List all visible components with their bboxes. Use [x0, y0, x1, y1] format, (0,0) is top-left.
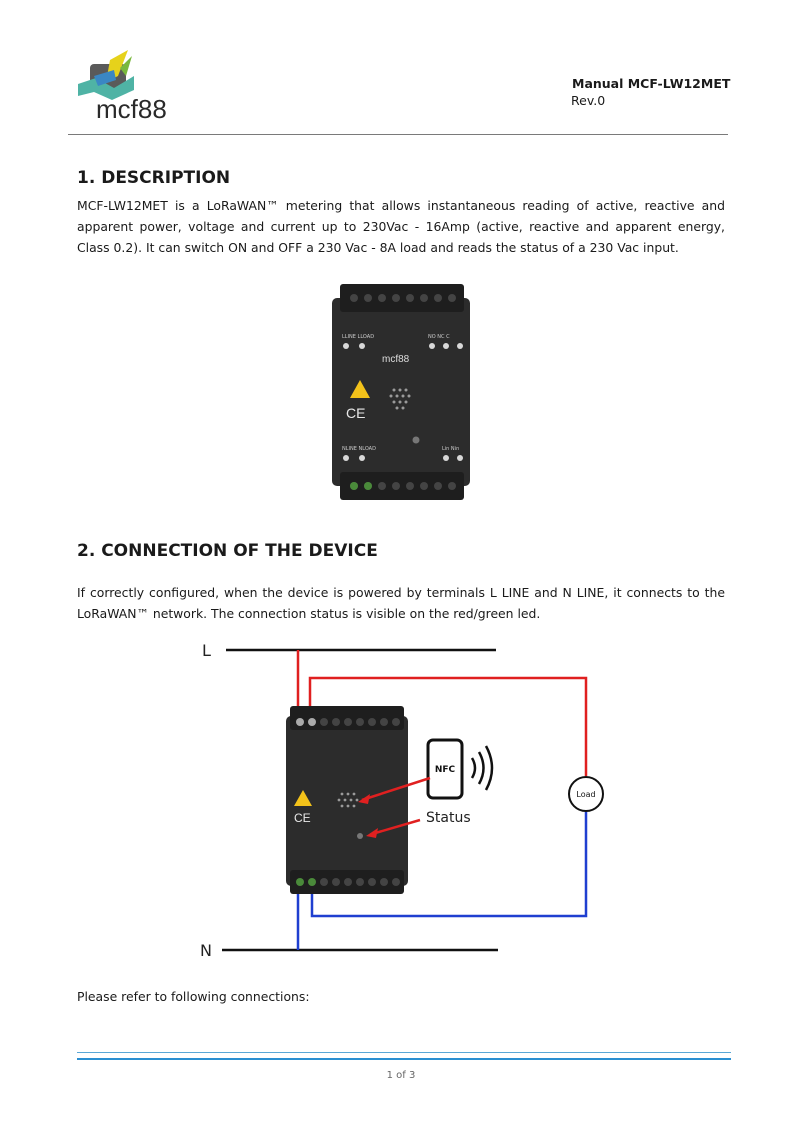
nfc-label: NFC [435, 765, 456, 775]
svg-text:NLINE NLOAD: NLINE NLOAD [342, 446, 376, 452]
footer-divider-thick [77, 1058, 731, 1060]
svg-text:mcf88: mcf88 [96, 94, 167, 124]
svg-text:Lin Nin: Lin Nin [442, 446, 459, 452]
svg-text:LLINE LLOAD: LLINE LLOAD [342, 334, 374, 340]
company-logo: mcf88 [76, 48, 192, 124]
label-l-line: L [202, 641, 211, 660]
page-number: 1 of 3 [386, 1070, 416, 1081]
svg-text:mcf88: mcf88 [382, 354, 410, 365]
header-divider [68, 134, 728, 135]
manual-title: Manual MCF-LW12MET [572, 76, 731, 91]
connections-intro: Please refer to following connections: [77, 989, 310, 1004]
label-n-line: N [200, 941, 212, 960]
revision-label: Rev.0 [571, 93, 606, 108]
load-label: Load [576, 790, 595, 799]
device-photo: LLINE LLOAD NO NC C NLINE NLOAD Lin Nin … [326, 280, 476, 505]
connection-paragraph: If correctly configured, when the device… [77, 585, 725, 621]
section-heading-description: 1. DESCRIPTION [77, 168, 231, 188]
connection-diagram: L N Load CE NFC [176, 636, 606, 962]
section-heading-connection: 2. CONNECTION OF THE DEVICE [77, 541, 378, 561]
svg-text:CE: CE [294, 811, 311, 825]
description-paragraph: MCF-LW12MET is a LoRaWAN™ metering that … [77, 198, 725, 255]
status-label: Status [426, 810, 471, 826]
footer-divider-thin [77, 1052, 731, 1053]
svg-text:CE: CE [346, 405, 365, 421]
mcf88-logo-icon: mcf88 [78, 50, 167, 124]
svg-text:NO NC C: NO NC C [428, 334, 450, 340]
